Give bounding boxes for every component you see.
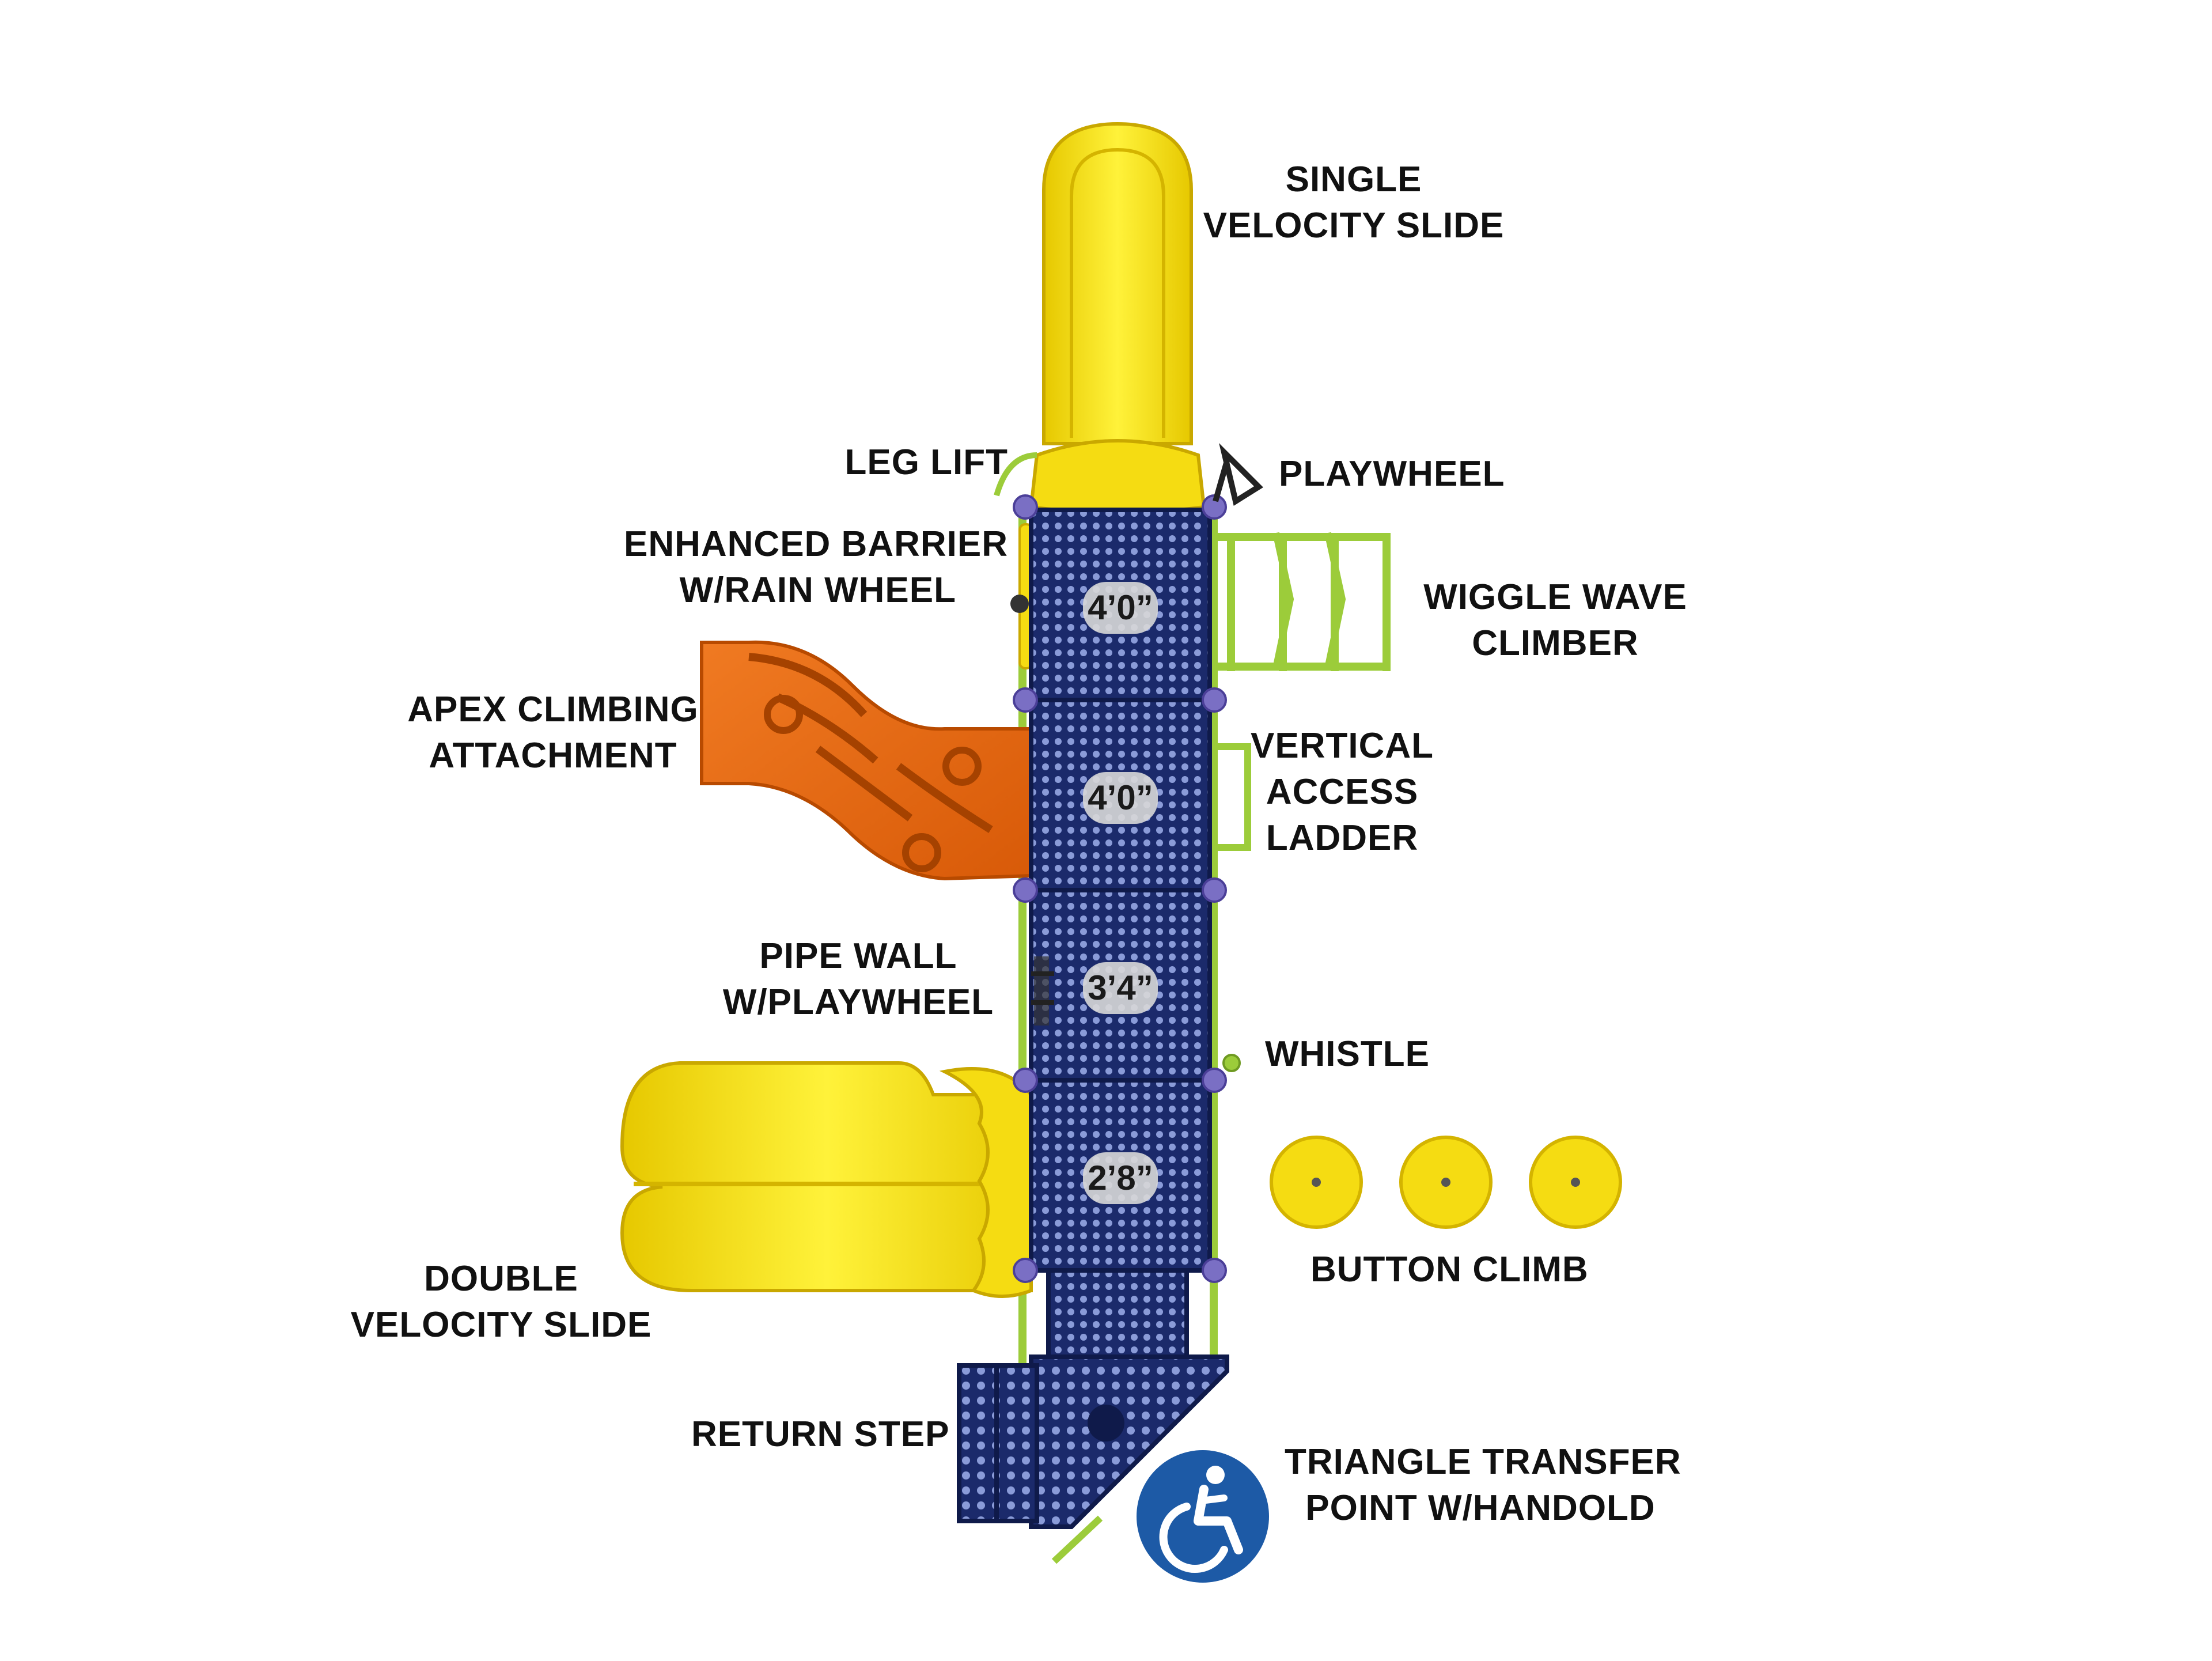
- double-velocity-slide: [620, 1061, 1033, 1298]
- label-vertical-access-ladder: VERTICAL ACCESS LADDER: [1251, 726, 1434, 858]
- label-wiggle-wave-climber: WIGGLE WAVE CLIMBER: [1423, 577, 1687, 663]
- deck-height-3: 3’4”: [1088, 968, 1153, 1007]
- button-climb: [1270, 1136, 1622, 1229]
- label-leg-lift: LEG LIFT: [844, 442, 1008, 482]
- return-step: [957, 1363, 1039, 1523]
- deck-height-4: 2’8”: [1088, 1159, 1153, 1197]
- deck-height-badges: 4’0” 4’0” 3’4” 2’8”: [1083, 582, 1158, 1204]
- vertical-access-ladder: [1215, 743, 1251, 851]
- deck-height-1: 4’0”: [1088, 588, 1153, 627]
- label-button-climb: BUTTON CLIMB: [1310, 1250, 1589, 1289]
- deck-panels: [1029, 508, 1212, 1359]
- label-whistle: WHISTLE: [1265, 1034, 1430, 1074]
- pipe-wall-playwheel: [1031, 956, 1054, 1026]
- accessible-wheelchair-icon: [1137, 1450, 1269, 1583]
- label-enhanced-barrier: ENHANCED BARRIER W/RAIN WHEEL: [623, 524, 1008, 610]
- label-apex-climbing-attachment: APEX CLIMBING ATTACHMENT: [407, 690, 699, 775]
- label-double-velocity-slide: DOUBLE VELOCITY SLIDE: [350, 1259, 652, 1345]
- label-playwheel: PLAYWHEEL: [1279, 454, 1505, 494]
- whistle: [1222, 1054, 1241, 1072]
- single-velocity-slide: [1029, 122, 1206, 514]
- clamps: [1013, 494, 1227, 1283]
- label-return-step: RETURN STEP: [691, 1414, 950, 1454]
- leg-lift: [994, 452, 1037, 497]
- label-single-velocity-slide: SINGLE VELOCITY SLIDE: [1203, 160, 1505, 245]
- apex-climbing-attachment: [700, 640, 1033, 881]
- wiggle-wave-climber: [1215, 532, 1391, 671]
- deck-height-2: 4’0”: [1088, 778, 1153, 817]
- playwheel: [1213, 443, 1263, 506]
- label-pipe-wall: PIPE WALL W/PLAYWHEEL: [722, 936, 994, 1022]
- label-triangle-transfer: TRIANGLE TRANSFER POINT W/HANDOLD: [1285, 1442, 1681, 1528]
